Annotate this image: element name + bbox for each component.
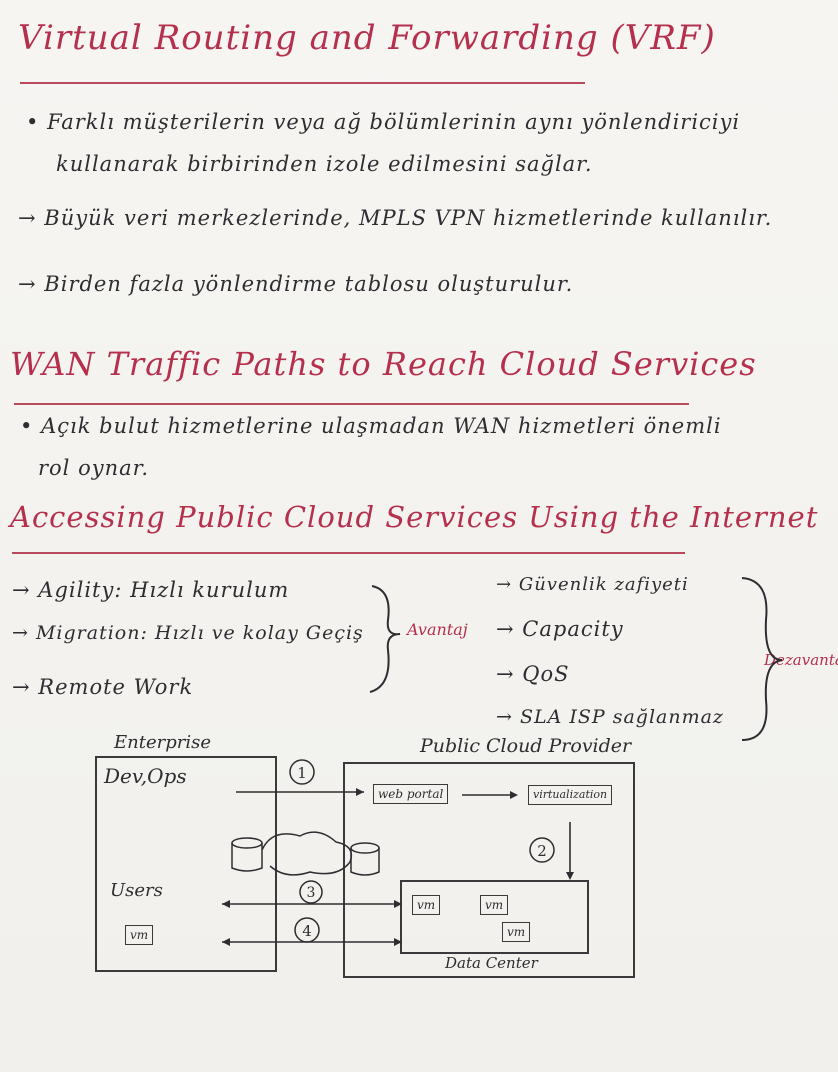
internet-cloud-icon bbox=[261, 831, 353, 876]
public-title-underline bbox=[12, 552, 685, 554]
arrow-icon: → bbox=[18, 272, 37, 296]
advantage-item-1: → Agility: Hızlı kurulum bbox=[12, 578, 289, 602]
wan-title-underline bbox=[14, 403, 689, 405]
enterprise-label: Enterprise bbox=[114, 732, 211, 753]
arrow-head-icon bbox=[222, 938, 230, 946]
step-circle-2 bbox=[529, 837, 555, 863]
vrf-arrow-item-1-text: Büyük veri merkezlerinde, MPLS VPN hizme… bbox=[44, 206, 773, 230]
arrow-head-icon bbox=[394, 938, 402, 946]
datacenter-vm-3: vm bbox=[502, 922, 531, 942]
enterprise-box bbox=[95, 756, 277, 972]
disadvantage-item-3: → QoS bbox=[496, 662, 570, 686]
arrow-icon: → bbox=[12, 578, 31, 602]
wan-bullet-1-line1: Açık bulut hizmetlerine ulaşmadan WAN hi… bbox=[41, 414, 722, 438]
bullet-dot: • bbox=[20, 414, 34, 438]
vrf-bullet-1-line2: kullanarak birbirinden izole edilmesini … bbox=[56, 152, 593, 176]
router-icon-body bbox=[350, 848, 380, 876]
arrow-icon: → bbox=[18, 206, 37, 230]
public-title: Accessing Public Cloud Services Using th… bbox=[10, 500, 819, 534]
vrf-arrow-item-1: → Büyük veri merkezlerinde, MPLS VPN hiz… bbox=[18, 206, 772, 230]
disadvantage-item-2-text: Capacity bbox=[522, 617, 624, 641]
advantage-item-1-text: Agility: Hızlı kurulum bbox=[38, 578, 290, 602]
wan-title: WAN Traffic Paths to Reach Cloud Service… bbox=[10, 345, 757, 383]
datacenter-box bbox=[400, 880, 589, 954]
advantage-item-2-text: Migration: Hızlı ve kolay Geçiş bbox=[35, 622, 364, 644]
step-circle-3 bbox=[299, 880, 323, 904]
disadvantage-brace bbox=[741, 577, 783, 741]
arrow-icon: → bbox=[496, 662, 515, 686]
advantage-item-3: → Remote Work bbox=[12, 675, 193, 699]
disadvantage-item-4-text: SLA ISP sağlanmaz bbox=[519, 706, 724, 728]
step-circle-4 bbox=[294, 917, 320, 943]
router-icon-body bbox=[231, 843, 263, 872]
wan-bullet-1: • Açık bulut hizmetlerine ulaşmadan WAN … bbox=[20, 414, 722, 438]
virtualization-box: virtualization bbox=[528, 785, 613, 805]
vrf-title-underline bbox=[20, 82, 585, 84]
arrow-icon: → bbox=[496, 574, 513, 595]
arrow-head-icon bbox=[356, 788, 364, 796]
router-icon bbox=[350, 842, 380, 854]
disadvantage-item-3-text: QoS bbox=[522, 662, 570, 686]
datacenter-label: Data Center bbox=[445, 954, 538, 972]
arrow-icon: → bbox=[496, 617, 515, 641]
disadvantage-item-4: → SLA ISP sağlanmaz bbox=[496, 706, 724, 728]
arrow-head-icon bbox=[510, 791, 518, 799]
devops-label: Dev,Ops bbox=[104, 764, 187, 788]
vrf-bullet-1-line1: Farklı müşterilerin veya ağ bölümlerinin… bbox=[47, 110, 741, 134]
disadvantage-item-1: → Güvenlik zafiyeti bbox=[496, 574, 689, 595]
enterprise-vm: vm bbox=[125, 925, 154, 945]
step-number-3: 3 bbox=[307, 885, 316, 901]
arrow-icon: → bbox=[12, 675, 31, 699]
step-number-1: 1 bbox=[297, 764, 307, 782]
disadvantage-item-1-text: Güvenlik zafiyeti bbox=[518, 574, 689, 595]
vrf-arrow-item-2: → Birden fazla yönlendirme tablosu oluşt… bbox=[18, 272, 573, 296]
provider-label: Public Cloud Provider bbox=[420, 735, 632, 757]
users-label: Users bbox=[110, 880, 163, 901]
arrow-head-icon bbox=[222, 900, 230, 908]
disadvantage-item-2: → Capacity bbox=[496, 617, 624, 641]
vrf-arrow-item-2-text: Birden fazla yönlendirme tablosu oluştur… bbox=[44, 272, 574, 296]
advantage-brace-label: Avantaj bbox=[407, 620, 468, 639]
advantage-item-2: → Migration: Hızlı ve kolay Geçiş bbox=[12, 622, 364, 644]
provider-box bbox=[343, 762, 635, 978]
datacenter-vm-2: vm bbox=[480, 895, 509, 915]
arrow-head-icon bbox=[566, 872, 574, 880]
step-number-2: 2 bbox=[537, 842, 547, 860]
router-icon bbox=[231, 837, 263, 849]
disadvantage-brace-label: Dezavantaj bbox=[764, 651, 838, 669]
arrow-icon: → bbox=[12, 622, 29, 644]
step-circle-1 bbox=[289, 759, 315, 785]
arrow-icon: → bbox=[496, 706, 513, 728]
arrow-head-icon bbox=[394, 900, 402, 908]
bullet-dot: • bbox=[26, 110, 40, 134]
web-portal-box: web portal bbox=[373, 784, 449, 804]
datacenter-vm-1: vm bbox=[412, 895, 441, 915]
wan-bullet-1-line2: rol oynar. bbox=[38, 456, 150, 480]
advantage-item-3-text: Remote Work bbox=[38, 675, 194, 699]
step-number-4: 4 bbox=[302, 922, 312, 940]
vrf-bullet-1: • Farklı müşterilerin veya ağ bölümlerin… bbox=[26, 110, 740, 134]
advantage-brace bbox=[369, 585, 401, 693]
vrf-title: Virtual Routing and Forwarding (VRF) bbox=[18, 18, 716, 58]
